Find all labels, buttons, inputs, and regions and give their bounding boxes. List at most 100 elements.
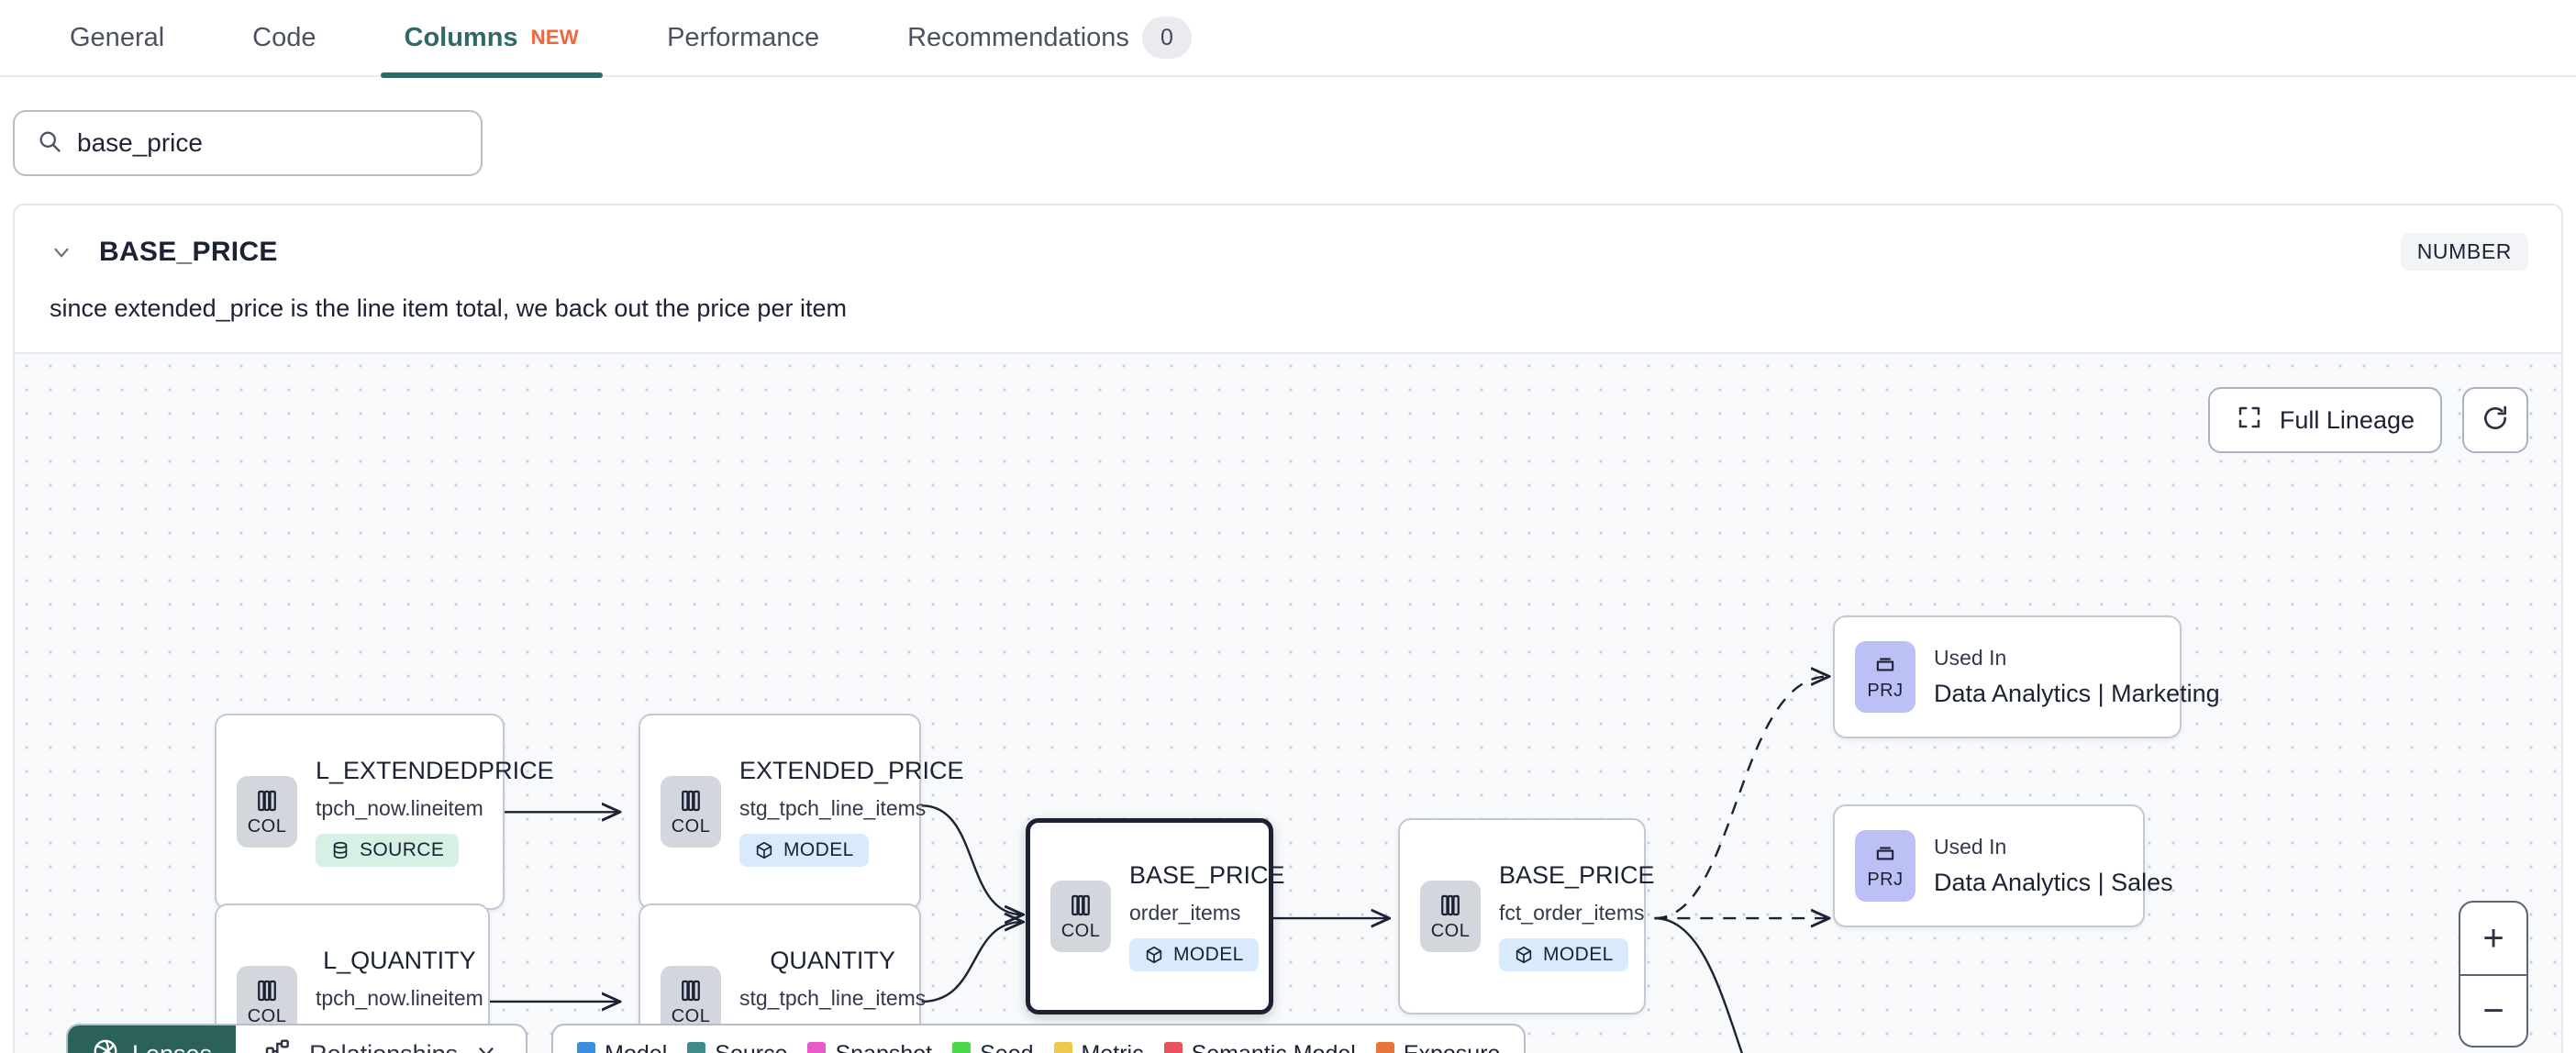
column-title-row: BASE_PRICE NUMBER xyxy=(48,233,2528,271)
zoom-controls: + − xyxy=(2459,901,2528,1047)
node-title: BASE_PRICE xyxy=(1499,861,1655,889)
node-title: L_EXTENDEDPRICE xyxy=(316,757,554,784)
legend-label: Source xyxy=(715,1041,787,1053)
full-lineage-button[interactable]: Full Lineage xyxy=(2207,387,2442,453)
tab-recommendations[interactable]: Recommendations 0 xyxy=(883,0,1216,76)
legend-swatch xyxy=(807,1042,827,1053)
used-in-project-name: Data Analytics | Sales xyxy=(1934,869,2173,896)
lineage-bottom-bar: Lenses Relationships Model Source Snapsh… xyxy=(66,1024,1527,1053)
used-in-label: Used In xyxy=(1934,646,2007,670)
legend-label: Metric xyxy=(1082,1041,1144,1053)
lineage-node-base-price-order-items[interactable]: COL BASE_PRICE order_items MODEL xyxy=(1026,818,1285,1014)
legend-swatch xyxy=(1053,1042,1072,1053)
full-lineage-label: Full Lineage xyxy=(2279,405,2415,434)
lineage-canvas[interactable]: COL L_EXTENDEDPRICE tpch_now.lineitem SO… xyxy=(15,352,2561,1053)
materialization-label: MODEL xyxy=(783,839,854,860)
recommendations-count-badge: 0 xyxy=(1141,17,1192,59)
column-icon: COL xyxy=(237,776,297,848)
refresh-icon xyxy=(2481,404,2510,438)
zoom-in-button[interactable]: + xyxy=(2482,918,2504,959)
relationships-dropdown[interactable]: Relationships xyxy=(236,1025,526,1053)
node-subtitle: tpch_now.lineitem xyxy=(316,986,483,1010)
lineage-node-used-in-sales[interactable]: PRJ Used In Data Analytics | Sales xyxy=(1833,804,2173,927)
column-icon: COL xyxy=(1420,881,1481,952)
tab-general[interactable]: General xyxy=(46,0,188,76)
search-input[interactable]: base_price xyxy=(13,110,483,176)
lenses-button[interactable]: Lenses xyxy=(68,1025,237,1053)
legend-item: Metric xyxy=(1053,1041,1144,1053)
search-icon xyxy=(37,128,62,159)
node-subtitle: stg_tpch_line_items xyxy=(739,986,927,1010)
legend-swatch xyxy=(687,1042,706,1053)
legend-item: Semantic Model xyxy=(1163,1041,1356,1053)
lineage-node-l-extendedprice[interactable]: COL L_EXTENDEDPRICE tpch_now.lineitem SO… xyxy=(215,714,554,910)
page-title: BASE_PRICE xyxy=(99,236,278,267)
legend-item: Source xyxy=(687,1041,787,1053)
column-panel: BASE_PRICE NUMBER since extended_price i… xyxy=(13,204,2563,1053)
column-icon-label: COL xyxy=(247,815,287,837)
column-icon-label: COL xyxy=(1060,920,1101,941)
tab-performance[interactable]: Performance xyxy=(643,0,843,76)
node-body: BASE_PRICE order_items MODEL xyxy=(1129,861,1309,971)
tab-label: Performance xyxy=(667,22,820,52)
materialization-badge: MODEL xyxy=(739,834,869,867)
node-subtitle: order_items xyxy=(1129,901,1241,925)
node-subtitle: tpch_now.lineitem xyxy=(316,796,483,820)
tab-label: Code xyxy=(252,22,316,52)
node-body: L_EXTENDEDPRICE tpch_now.lineitem SOURCE xyxy=(316,757,578,867)
materialization-label: MODEL xyxy=(1173,944,1244,965)
project-icon: PRJ xyxy=(1855,830,1915,902)
legend-item: Seed xyxy=(952,1041,1034,1053)
lenses-relationships-group: Lenses Relationships xyxy=(66,1024,528,1053)
node-subtitle: stg_tpch_line_items xyxy=(739,796,927,820)
column-header: BASE_PRICE NUMBER since extended_price i… xyxy=(15,205,2561,323)
materialization-label: SOURCE xyxy=(360,839,445,860)
node-title: L_QUANTITY xyxy=(323,947,476,974)
materialization-badge: SOURCE xyxy=(316,834,460,867)
node-title: EXTENDED_PRICE xyxy=(739,757,964,784)
node-title: QUANTITY xyxy=(770,947,895,974)
legend-swatch xyxy=(952,1042,972,1053)
column-icon: COL xyxy=(1050,881,1111,952)
lineage-node-used-in-marketing[interactable]: PRJ Used In Data Analytics | Marketing xyxy=(1833,615,2220,738)
search-section: base_price xyxy=(0,77,2576,204)
node-body: Used In Data Analytics | Marketing xyxy=(1934,646,2244,708)
search-value: base_price xyxy=(77,128,203,157)
lineage-node-base-price-fct-order-items[interactable]: COL BASE_PRICE fct_order_items MODEL xyxy=(1398,818,1655,1014)
tab-label: General xyxy=(70,22,165,52)
legend-item: Exposure xyxy=(1375,1041,1500,1053)
zoom-out-button[interactable]: − xyxy=(2460,974,2526,1046)
column-icon-label: COL xyxy=(671,1005,711,1026)
legend-label: Model xyxy=(605,1041,667,1053)
used-in-project-name: Data Analytics | Marketing xyxy=(1934,680,2220,707)
node-title: BASE_PRICE xyxy=(1129,861,1285,889)
tab-label: Recommendations xyxy=(907,22,1129,52)
node-body: BASE_PRICE fct_order_items MODEL xyxy=(1499,861,1679,971)
lineage-node-extended-price[interactable]: COL EXTENDED_PRICE stg_tpch_line_items M… xyxy=(638,714,964,910)
column-icon-label: COL xyxy=(247,1005,287,1026)
tab-bar: General Code Columns NEW Performance Rec… xyxy=(0,0,2576,78)
tab-code[interactable]: Code xyxy=(228,0,339,76)
new-badge: NEW xyxy=(530,26,580,49)
aperture-icon xyxy=(92,1037,119,1053)
expand-icon xyxy=(2236,404,2263,438)
relationships-label: Relationships xyxy=(309,1040,458,1053)
legend-label: Semantic Model xyxy=(1192,1041,1356,1053)
legend-swatch xyxy=(1163,1042,1183,1053)
materialization-badge: MODEL xyxy=(1129,938,1259,971)
used-in-label: Used In xyxy=(1934,835,2007,859)
lineage-edges xyxy=(472,354,2561,1053)
tab-columns[interactable]: Columns NEW xyxy=(380,0,604,78)
lineage-top-controls: Full Lineage xyxy=(2207,387,2528,453)
materialization-badge: MODEL xyxy=(1499,938,1628,971)
legend-item: Snapshot xyxy=(807,1041,932,1053)
chevron-down-icon[interactable] xyxy=(48,238,75,266)
lineage-legend: Model Source Snapshot Seed Metric Semant… xyxy=(551,1024,1527,1053)
legend-swatch xyxy=(577,1042,596,1053)
tab-label: Columns xyxy=(404,22,518,52)
refresh-button[interactable] xyxy=(2462,387,2528,453)
legend-item: Model xyxy=(577,1041,667,1053)
column-description: since extended_price is the line item to… xyxy=(50,294,847,322)
node-body: Used In Data Analytics | Sales xyxy=(1934,835,2197,897)
legend-label: Snapshot xyxy=(835,1041,932,1053)
